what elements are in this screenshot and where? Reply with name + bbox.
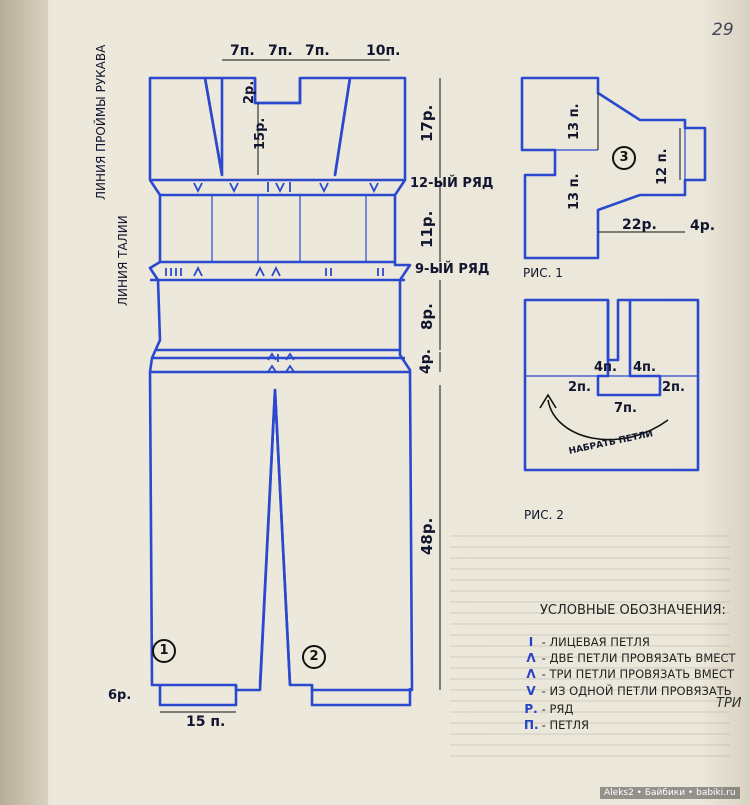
fig2-notch (596, 300, 662, 397)
legend-item-stitch: П. - ПЕТЛЯ (524, 718, 589, 732)
fig2-right-col: 4п. (633, 360, 656, 375)
legend-text: - ДВЕ ПЕТЛИ ПРОВЯЗАТЬ ВМЕСТ (541, 651, 736, 665)
fig1-right-height: 12 п. (655, 148, 670, 185)
legend-item-three-together: Λ - ТРИ ПЕТЛИ ПРОВЯЗАТЬ ВМЕСТ (524, 667, 734, 681)
waist-line-label: ЛИНИЯ ТАЛИИ (116, 215, 130, 306)
fig2-caption: РИС. 2 (524, 508, 564, 522)
fig2-bottom: 7п. (614, 401, 637, 416)
row9-label: 9-ЫЙ РЯД (415, 262, 490, 277)
legend-symbol: I (528, 635, 534, 649)
sleeve-line-label: ЛИНИЯ ПРОЙМЫ РУКАВА (94, 44, 108, 200)
fig2-arrow-head (539, 393, 557, 409)
fig2-left-step: 2п. (568, 380, 591, 395)
legend-title: УСЛОВНЫЕ ОБОЗНАЧЕНИЯ: (540, 603, 726, 618)
legend-symbol: Λ (526, 651, 536, 665)
legend-item-knit: I - ЛИЦЕВАЯ ПЕТЛЯ (524, 635, 650, 649)
top-width-4: 10п. (366, 43, 401, 59)
cuff-left (158, 685, 238, 707)
bleed-through-text (450, 535, 730, 765)
fig1-part-number: 3 (612, 146, 636, 170)
legend-symbol: V (526, 684, 536, 698)
fig1-bottom-height: 13 п. (567, 173, 582, 210)
top-width-1: 7п. (230, 43, 255, 59)
fig1-cuff: 4р. (690, 218, 716, 234)
center-depth: 15р. (253, 117, 268, 150)
legend-item-row: Р. - РЯД (524, 702, 573, 716)
legend-item-increase: V - ИЗ ОДНОЙ ПЕТЛИ ПРОВЯЗАТЬ (524, 684, 732, 698)
fig2-right-step: 2п. (662, 380, 685, 395)
neck-notch (253, 78, 302, 105)
dart-right (333, 77, 352, 176)
watermark-footer: Aleks2 • Байбики • babiki.ru (600, 787, 740, 799)
legend-text: - РЯД (541, 702, 574, 716)
legend-symbol: П. (524, 718, 539, 732)
legend-symbol: Λ (526, 667, 536, 681)
fig1-length: 22р. (622, 217, 657, 233)
cuff-width: 15 п. (186, 714, 226, 730)
row12-label: 12-ЫЙ РЯД (410, 176, 494, 191)
legend-text: - ТРИ ПЕТЛИ ПРОВЯЗАТЬ ВМЕСТ (541, 667, 734, 681)
fig2-arrow (547, 399, 669, 441)
neck-depth: 2р. (242, 80, 257, 104)
section3-height: 8р. (418, 303, 436, 330)
top-section-outline (148, 76, 414, 692)
cuff-right (310, 685, 412, 707)
book-spine-shadow (0, 0, 48, 805)
section4-height: 4р. (418, 348, 434, 374)
leg1-number: 1 (152, 639, 176, 663)
stitch-symbols (165, 182, 384, 373)
page-number: 29 (712, 20, 734, 40)
legend-text: - ПЕТЛЯ (541, 718, 590, 732)
top-width-2: 7п. (268, 43, 293, 59)
legend-item-two-together: Λ - ДВЕ ПЕТЛИ ПРОВЯЗАТЬ ВМЕСТ (524, 651, 736, 665)
legend-text: - ЛИЦЕВАЯ ПЕТЛЯ (541, 635, 650, 649)
legend-symbol: Р. (524, 702, 538, 716)
fig2-left-col: 4п. (594, 360, 617, 375)
legend-text: - ИЗ ОДНОЙ ПЕТЛИ ПРОВЯЗАТЬ (541, 684, 732, 698)
fig1-caption: РИС. 1 (523, 266, 563, 280)
dart-left (203, 77, 224, 176)
fig1-top-height: 13 п. (567, 103, 582, 140)
section2-height: 11р. (418, 210, 436, 248)
cuff-height: 6р. (108, 688, 132, 703)
top-width-3: 7п. (305, 43, 330, 59)
handwritten-note: ТРИ (716, 696, 742, 711)
leg2-number: 2 (302, 645, 326, 669)
leg-split (258, 388, 292, 686)
legs-height: 48р. (418, 517, 436, 555)
fig1-outline (520, 76, 707, 260)
top-height: 17р. (418, 104, 436, 142)
